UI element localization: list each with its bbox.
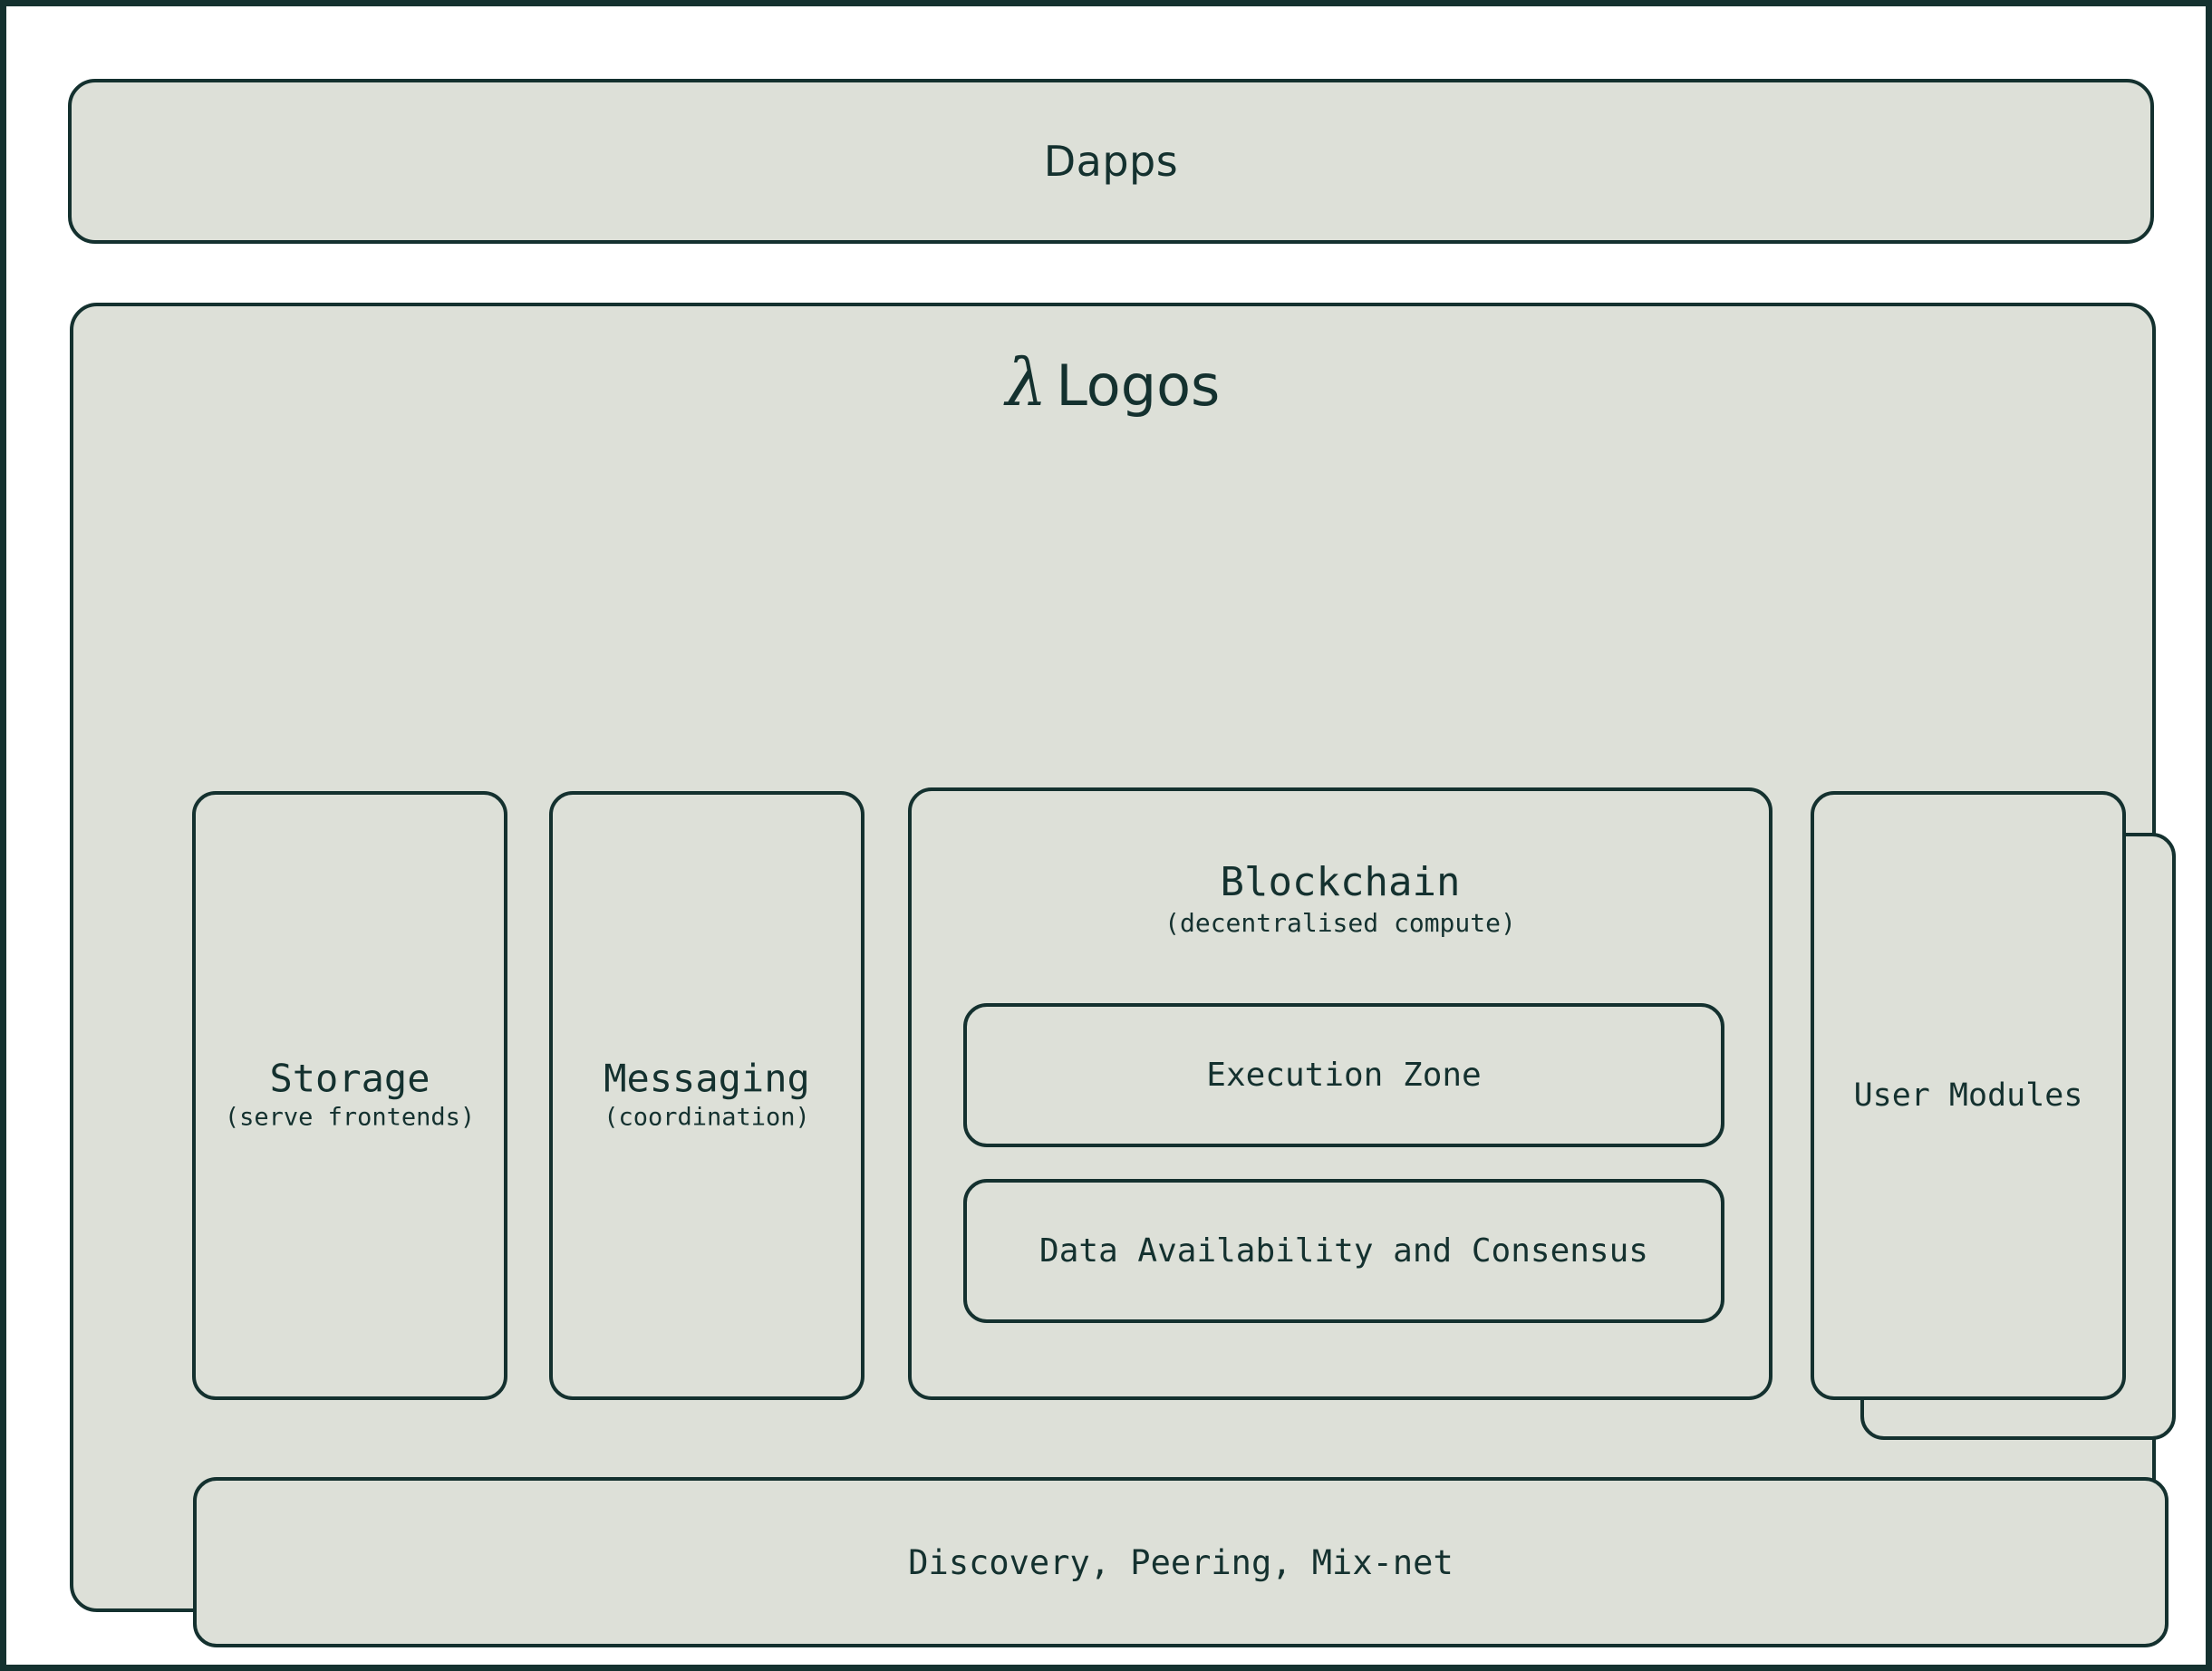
blockchain-subtitle: (decentralised compute) — [1164, 908, 1516, 939]
execution-zone-label: Execution Zone — [1206, 1057, 1482, 1094]
blockchain-heading: Blockchain (decentralised compute) — [912, 859, 1769, 939]
storage-module-text: Storage (serve frontends) — [196, 1058, 504, 1133]
messaging-subtitle: (coordination) — [604, 1103, 810, 1132]
messaging-module-text: Messaging (coordination) — [553, 1058, 861, 1133]
data-availability-consensus-label: Data Availability and Consensus — [1039, 1232, 1648, 1270]
networking-layer-box[interactable]: Discovery, Peering, Mix-net — [193, 1477, 2169, 1647]
messaging-module-box[interactable]: Messaging (coordination) — [549, 791, 865, 1400]
user-modules-box[interactable]: User Modules — [1811, 791, 2126, 1400]
execution-zone-box[interactable]: Execution Zone — [963, 1003, 1724, 1147]
networking-layer-label: Discovery, Peering, Mix-net — [908, 1542, 1454, 1582]
blockchain-module-box[interactable]: Blockchain (decentralised compute) Execu… — [908, 787, 1772, 1400]
messaging-title: Messaging — [604, 1056, 810, 1101]
dapps-label: Dapps — [1043, 137, 1179, 186]
dapps-layer-box[interactable]: Dapps — [68, 79, 2154, 244]
user-modules-label: User Modules — [1853, 1077, 2083, 1114]
blockchain-title: Blockchain — [1220, 859, 1461, 905]
storage-subtitle: (serve frontends) — [224, 1103, 476, 1132]
data-availability-consensus-box[interactable]: Data Availability and Consensus — [963, 1179, 1724, 1323]
logos-title-text: Logos — [1056, 353, 1221, 419]
storage-module-box[interactable]: Storage (serve frontends) — [192, 791, 507, 1400]
lambda-icon: λ — [1005, 344, 1048, 420]
storage-title: Storage — [269, 1056, 430, 1101]
